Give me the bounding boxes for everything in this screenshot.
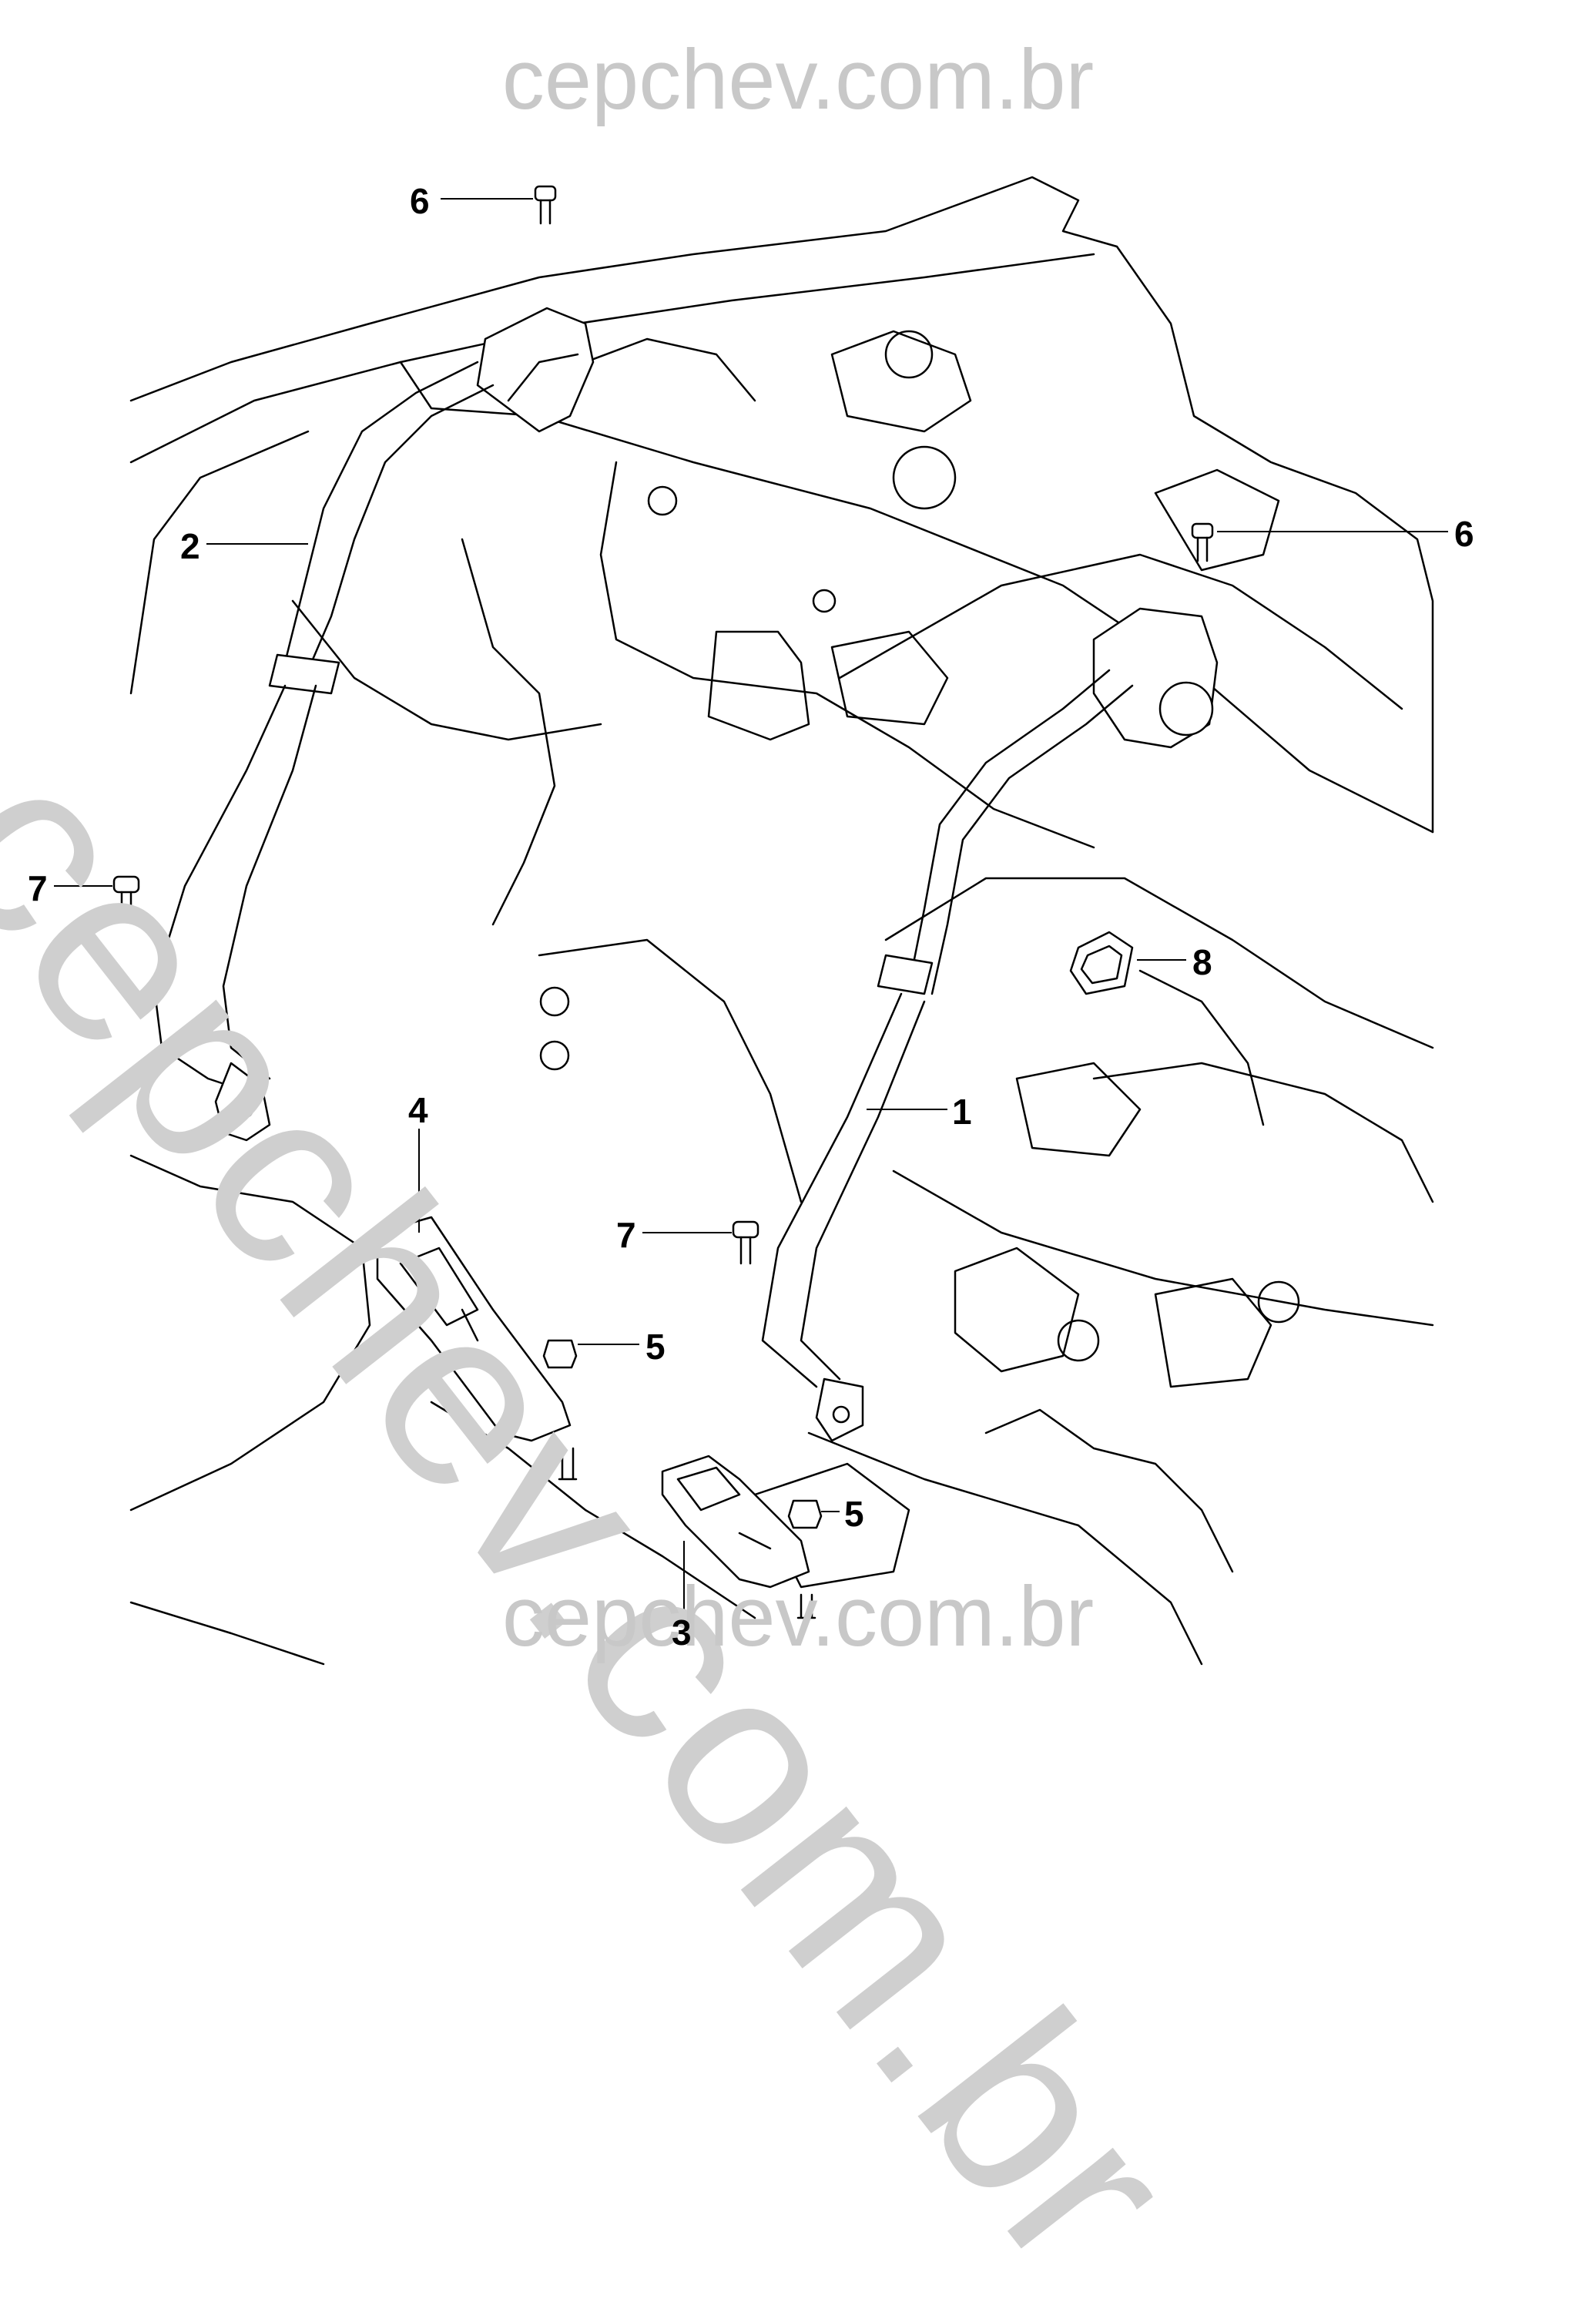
callout-7-right: 7 [616,1215,636,1255]
nut-5-right [787,1499,823,1529]
bolt-7-left [112,875,140,918]
callout-7-left: 7 [28,868,48,908]
nut-5-left [542,1339,578,1369]
grommet-part-8 [1069,931,1134,995]
stud-right [796,1593,816,1619]
seat-belt-exploded-diagram [54,176,1448,1666]
stud-left [558,1447,578,1481]
seat-belt-right-part-1 [761,607,1219,1442]
watermark-top: cepchev.com.br [501,32,1095,127]
buckle-part-3 [661,1455,810,1589]
watermark-bottom: cepchev.com.br [501,1569,1095,1664]
callout-5-left: 5 [645,1327,666,1367]
callout-leaders [54,198,1448,1610]
callout-6-right: 6 [1454,514,1474,554]
callout-5-right: 5 [844,1494,864,1534]
callout-3: 3 [672,1612,692,1653]
callout-4: 4 [408,1090,428,1130]
callout-2: 2 [180,526,200,566]
bolt-6-right [1191,522,1214,562]
seat-belt-left-part-2 [153,307,595,1142]
buckle-part-4 [376,1216,572,1442]
bolt-6-top [534,185,557,225]
bolt-7-right [732,1220,759,1265]
callout-6-top: 6 [410,181,430,221]
callout-1: 1 [952,1092,972,1132]
callout-8: 8 [1192,942,1212,982]
